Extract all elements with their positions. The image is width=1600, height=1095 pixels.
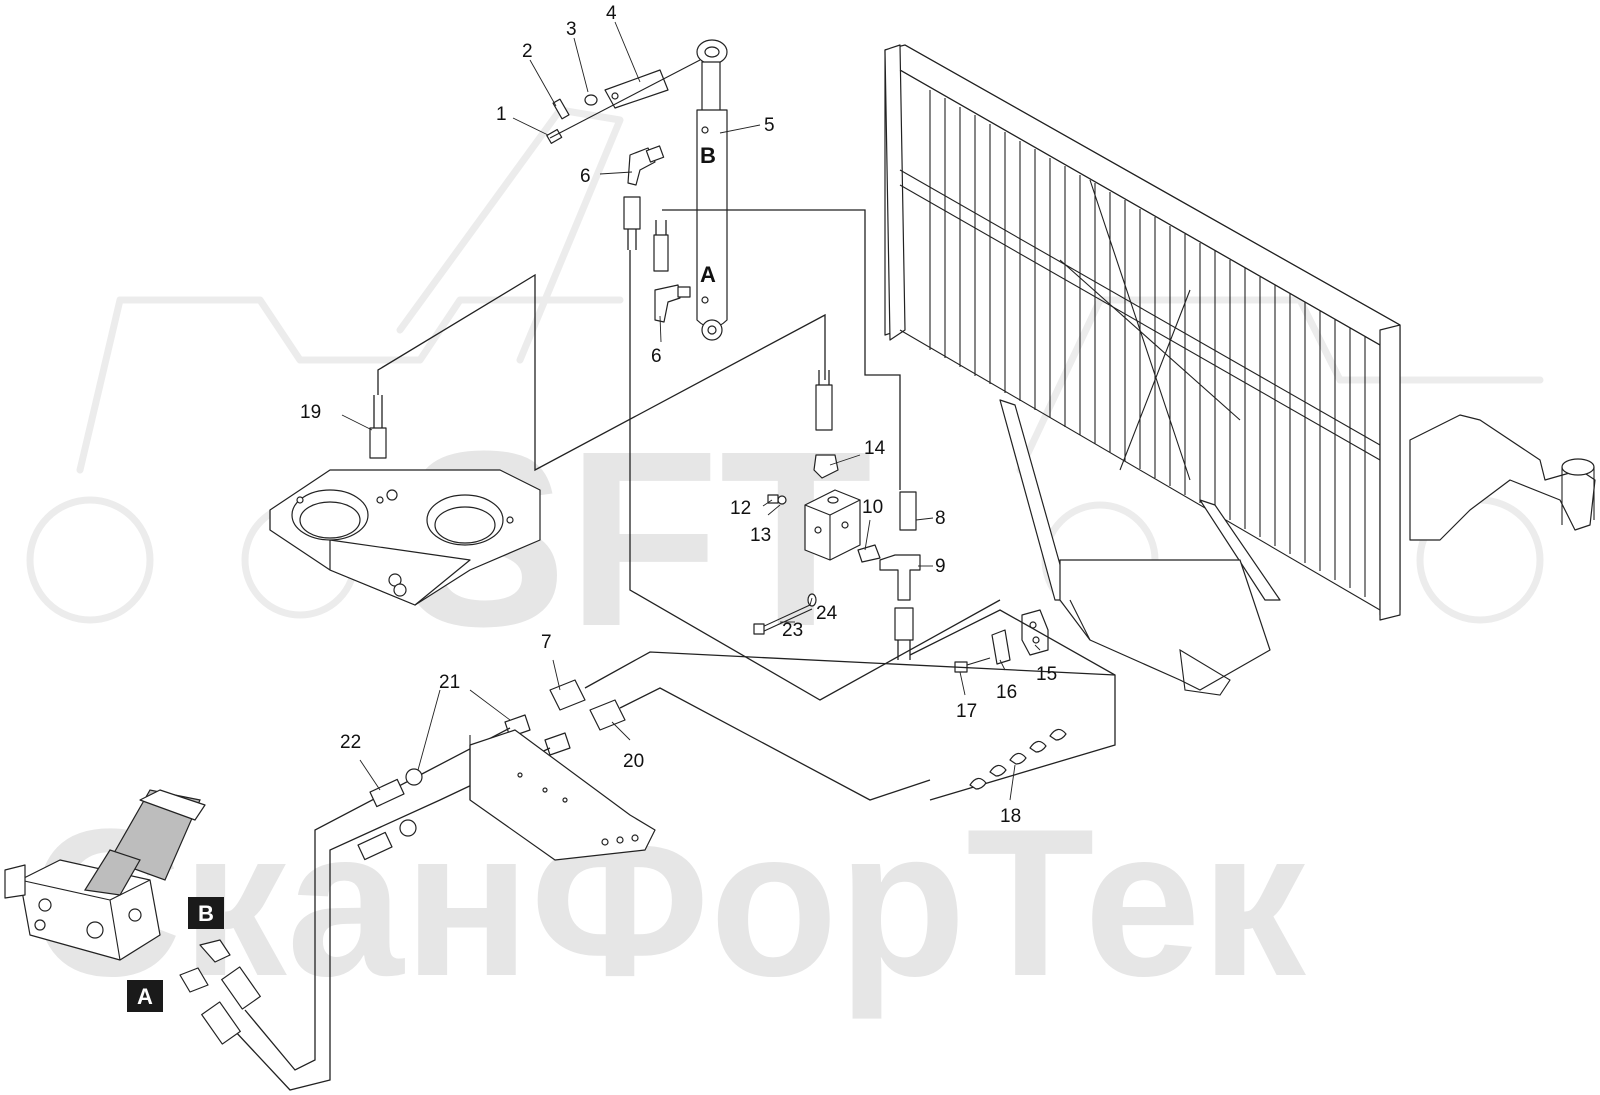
callout-6-lower: 6: [651, 346, 662, 367]
callout-5: 5: [764, 115, 775, 136]
swivel-mount-plate: [269, 273, 826, 606]
callout-14: 14: [864, 438, 886, 459]
grille-left-post: [884, 44, 906, 341]
callout-4: 4: [606, 3, 617, 24]
radiator-grille-assembly: [884, 44, 1596, 696]
valve-port-a-label: A: [137, 984, 153, 1009]
callout-3: 3: [566, 19, 577, 40]
grease-nipple: [546, 128, 563, 144]
grille-right-post: [1379, 324, 1401, 621]
outlet-a-fitting: [179, 967, 209, 993]
washer: [584, 94, 598, 106]
valve-block-assembly: [753, 370, 921, 660]
elbow-fitting-lower: [654, 284, 681, 323]
cylinder-port-b-label: B: [700, 143, 716, 168]
callout-numbers: 1 2 3 4 5 6 6 7 8 9 10 12 13 14 15 16 17…: [300, 3, 1057, 827]
mount-plate-hose-fitting: [369, 427, 387, 459]
cylinder-port-a-label: A: [700, 262, 716, 287]
valve-port-a-badge: [127, 980, 163, 1012]
support-leg-right: [1199, 499, 1281, 601]
hose-end-20: [589, 699, 626, 731]
valve-port-b-label: B: [198, 901, 214, 926]
callout-2: 2: [522, 41, 533, 62]
hose-end-upper: [623, 196, 641, 230]
solenoid-lower: [84, 849, 141, 896]
hose-end-lower-9: [894, 607, 914, 641]
washer-24: [807, 593, 817, 607]
cylinder-rod: [701, 61, 721, 113]
callout-18: 18: [1000, 806, 1021, 827]
watermark-tractor-outline: [26, 106, 1544, 624]
hose-end-8: [899, 491, 917, 531]
hose-end-a: [201, 1001, 241, 1045]
callout-24: 24: [816, 603, 838, 624]
nut-21-upper: [405, 768, 423, 786]
washer-12: [777, 495, 787, 505]
screw-13: [767, 494, 779, 504]
clamp-block-15: [1021, 609, 1049, 656]
callout-1: 1: [496, 104, 507, 125]
hose-clips-18: [969, 728, 1067, 790]
control-valve-assembly: B A: [4, 789, 261, 1045]
hose-end-22-lower: [357, 831, 393, 861]
pin-hardware: [546, 59, 701, 144]
callout-23: 23: [782, 620, 803, 641]
hose-end-22-upper: [369, 778, 405, 808]
lower-hose-run: [219, 651, 1116, 1091]
callout-22: 22: [340, 732, 361, 753]
callout-16: 16: [996, 682, 1017, 703]
hose-end-b: [221, 966, 261, 1010]
callout-13: 13: [750, 525, 771, 546]
hose-end-valve-top: [815, 384, 833, 431]
outlet-b-fitting: [199, 939, 231, 963]
nut-21-lower: [399, 819, 417, 837]
callout-12: 12: [730, 498, 751, 519]
adapter-21-lower: [544, 732, 571, 756]
watermark: SFT СканФорТек: [26, 106, 1544, 1020]
clamp-hardware: [909, 609, 1116, 801]
callout-10: 10: [862, 497, 883, 518]
bolt: [552, 98, 570, 120]
callout-6-upper: 6: [580, 166, 591, 187]
hose-bracket-plate: [469, 729, 656, 861]
side-arm-pivot: [1561, 458, 1595, 476]
valve-port-b-badge: [188, 897, 224, 929]
pin-plate: [604, 69, 669, 109]
control-valve-coil-side: [4, 864, 26, 899]
hydraulic-cylinder: B A: [696, 39, 728, 341]
callout-leaders: [341, 21, 1041, 801]
side-arm: [1409, 414, 1596, 541]
callout-19: 19: [300, 402, 321, 423]
elbow-fittings: [627, 145, 691, 323]
callout-17: 17: [956, 701, 977, 722]
tee-fitting-9: [879, 554, 921, 601]
fitting-10: [857, 544, 881, 563]
grille-slats: [929, 90, 1366, 597]
bolt-23: [753, 623, 765, 635]
mount-base: [1059, 559, 1271, 691]
hose-end-lower: [653, 234, 669, 272]
valve-block: [804, 489, 861, 561]
callout-20: 20: [623, 751, 644, 772]
hose-end-7: [549, 679, 586, 711]
callout-21: 21: [439, 672, 460, 693]
callout-7: 7: [541, 632, 552, 653]
callout-8: 8: [935, 508, 946, 529]
callout-15: 15: [1036, 664, 1057, 685]
adapter-fitting-14: [813, 454, 839, 479]
clamp-plate-16: [991, 629, 1011, 665]
callout-9: 9: [935, 556, 946, 577]
